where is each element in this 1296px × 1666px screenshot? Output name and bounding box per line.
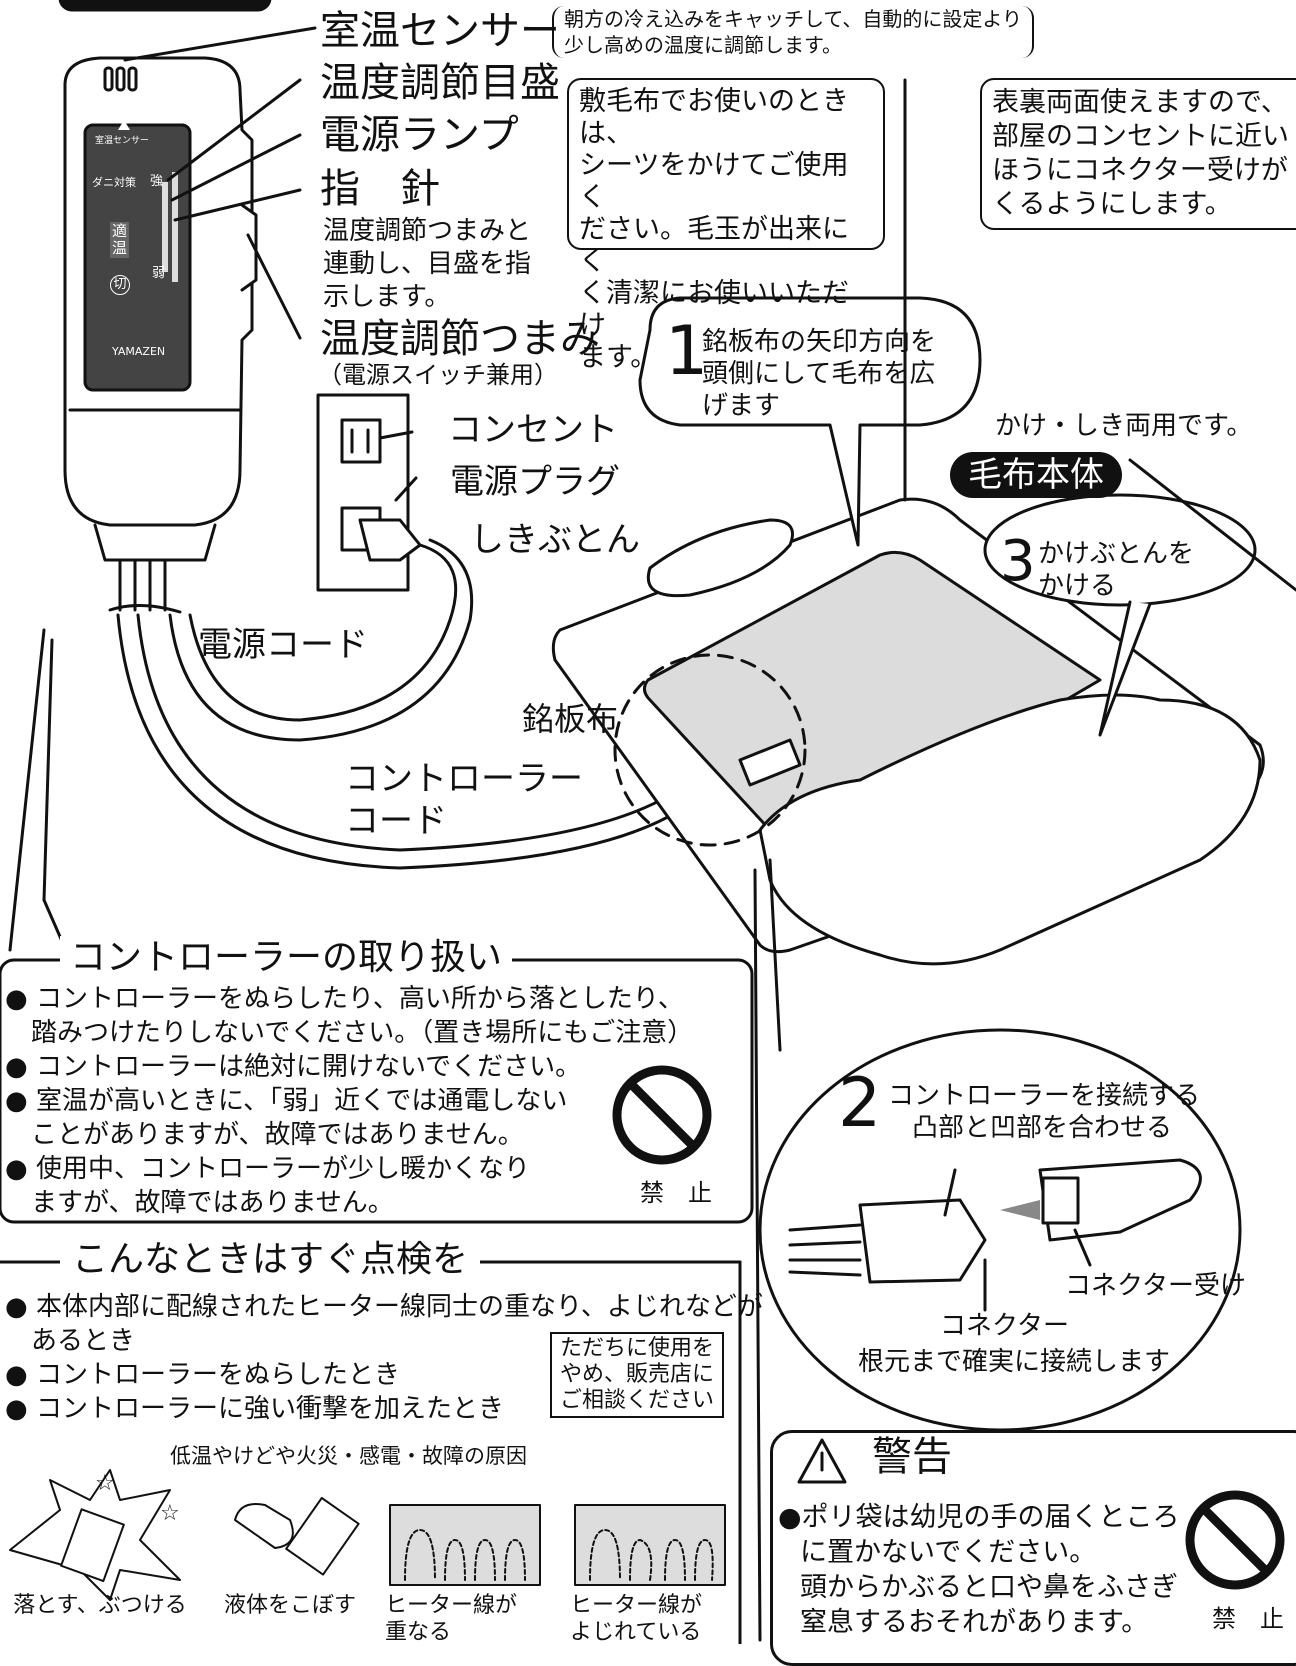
warning-prohibited-label: 禁 止 xyxy=(1212,1605,1284,1633)
notice-line: ただちに使用を xyxy=(560,1336,715,1361)
caption-line: ヒーター線が xyxy=(570,1593,703,1618)
controller-brand: YAMAZEN xyxy=(112,345,166,358)
controller-cord-label: コントローラー コード xyxy=(345,758,583,842)
reversible-note-line: ほうにコネクター受けが xyxy=(992,155,1288,186)
pointer-description: 温度調節つまみと 連動し、目盛を指 示します。 xyxy=(323,215,531,314)
list-item: ことがありますが、故障ではありません。 xyxy=(5,1120,524,1150)
sheet-note-line: ださい。毛玉が出来にく xyxy=(579,214,849,277)
warning-line: 窒息するおそれがあります。 xyxy=(800,1607,1149,1638)
controller-weak-text: 弱 xyxy=(152,266,166,281)
list-item: ● コントローラーは絶対に開けないでください。 xyxy=(5,1052,582,1082)
sheet-note-box: 敷毛布でお使いのときは、 シーツをかけてご使用く ださい。毛玉が出来にく く清潔… xyxy=(567,78,885,373)
room-sensor-note: 朝方の冷え込みをキャッチして、自動的に設定より 少し高めの温度に調節します。 xyxy=(552,6,1034,58)
notice-line: ご相談ください xyxy=(560,1388,715,1413)
temp-knob-label: 温度調節つまみ xyxy=(320,316,600,362)
step1-number: 1 xyxy=(665,312,709,391)
pointer-description-line: 連動し、目盛を指 xyxy=(323,249,532,279)
step2-text-2: 凸部と凹部を合わせる xyxy=(912,1113,1173,1143)
power-cord-label: 電源コード xyxy=(198,625,368,665)
controller-off-text: 切 xyxy=(110,275,130,295)
room-sensor-note-line: 朝方の冷え込みをキャッチして、自動的に設定より xyxy=(564,7,1022,31)
power-lamp-label: 電源ランプ xyxy=(320,112,519,158)
warning-line: に置かないでください。 xyxy=(800,1537,1097,1568)
caption-line: 液体をこぼす xyxy=(223,1593,356,1618)
prohibited-label: 禁 止 xyxy=(640,1179,712,1207)
caption-drop: 落とす、ぶつける xyxy=(0,1592,200,1619)
list-item: あるとき xyxy=(5,1326,136,1356)
reversible-note-line: くるようにします。 xyxy=(992,189,1232,220)
step2-connector-label: コネクター xyxy=(940,1311,1069,1341)
list-item: ● 室温が高いときに、「弱」近くでは通電しない xyxy=(5,1086,568,1116)
pointer-description-line: 温度調節つまみと xyxy=(323,216,532,246)
controller-optimal-char: 温 xyxy=(112,239,128,257)
controller-handling-title: コントローラーの取り扱い xyxy=(60,936,513,980)
step3-line: かけぶとんを xyxy=(1038,539,1195,569)
temp-knob-sub: （電源スイッチ兼用） xyxy=(318,361,558,389)
controller-optimal-text: 適 温 xyxy=(110,222,130,258)
step3-line: かける xyxy=(1038,571,1117,601)
stop-use-notice: ただちに使用を やめ、販売店に ご相談ください xyxy=(550,1332,725,1418)
warning-title: 警告 xyxy=(872,1434,952,1480)
caption-spill: 液体をこぼす xyxy=(205,1592,375,1619)
temp-scale-label: 温度調節目盛 xyxy=(320,60,560,106)
caption-line: よじれている xyxy=(570,1620,702,1645)
caption-line: 重なる xyxy=(385,1620,452,1645)
controller-cord-line: コード xyxy=(345,801,447,841)
room-sensor-note-line: 少し高めの温度に調節します。 xyxy=(564,33,842,57)
list-item: ● コントローラーをぬらしたとき xyxy=(5,1360,400,1390)
notice-line: やめ、販売店に xyxy=(560,1362,715,1387)
outlet-label: コンセント xyxy=(448,410,618,450)
pointer-label: 指 針 xyxy=(320,166,440,212)
list-item: ● 使用中、コントローラーが少し暖かくなり xyxy=(5,1154,530,1184)
cause-text: 低温やけどや火災・感電・故障の原因 xyxy=(170,1444,527,1468)
caption-twisted: ヒーター線が よじれている xyxy=(570,1592,740,1646)
futon-label: しきぶとん xyxy=(470,520,640,560)
pointer-description-line: 示します。 xyxy=(323,282,451,312)
warning-text: ●ポリ袋は幼児の手の届くところ に置かないでください。 頭からかぶると口や鼻をふ… xyxy=(778,1500,1180,1640)
caption-line: ヒーター線が xyxy=(385,1593,518,1618)
controller-handling-list: ● コントローラーをぬらしたり、高い所から落としたり、 踏みつけたりしないでくだ… xyxy=(5,982,693,1220)
step2-receiver-label: コネクター受け xyxy=(1065,1271,1246,1301)
controller-strong-text: 強 xyxy=(150,174,164,189)
inspection-title: こんなときはすぐ点検を xyxy=(60,1238,481,1282)
sheet-note-line: く清潔にお使いいただけ xyxy=(579,278,849,341)
step1-line: 頭側にして毛布を広 xyxy=(702,359,936,389)
list-item: ● 本体内部に配線されたヒーター線同士の重なり、よじれなどが xyxy=(5,1292,763,1322)
inspection-list: ● 本体内部に配線されたヒーター線同士の重なり、よじれなどが あるとき ● コン… xyxy=(5,1290,763,1426)
svg-text:☆: ☆ xyxy=(160,1501,180,1526)
reversible-note-line: 部屋のコンセントに近い xyxy=(992,121,1289,152)
step1-line: 銘板布の矢印方向を xyxy=(702,327,937,357)
reversible-note-box: 表裏両面使えますので、 部屋のコンセントに近い ほうにコネクター受けが くるよう… xyxy=(980,78,1296,230)
controller-mite-text: ダニ対策 xyxy=(92,176,136,189)
sheet-note-line: シーツをかけてご使用く xyxy=(579,150,849,213)
controller-cord-line: コントローラー xyxy=(345,759,583,799)
list-item: ますが、故障ではありません。 xyxy=(5,1188,394,1218)
list-item: ● コントローラーをぬらしたり、高い所から落としたり、 xyxy=(5,984,684,1014)
controller-sensor-text: 室温センサー xyxy=(95,136,150,146)
step2-text-1: コントローラーを接続する xyxy=(888,1081,1201,1111)
room-sensor-label: 室温センサー xyxy=(320,8,560,54)
power-plug-label: 電源プラグ xyxy=(450,462,620,502)
sheet-note-line: 敷毛布でお使いのときは、 xyxy=(579,86,849,149)
step1-text: 銘板布の矢印方向を 頭側にして毛布を広 げます xyxy=(702,326,936,422)
step3-text: かけぶとんを かける xyxy=(1038,538,1194,602)
step2-number: 2 xyxy=(838,1064,882,1143)
both-use-label: かけ・しき両用です。 xyxy=(995,411,1253,441)
caption-overlap: ヒーター線が 重なる xyxy=(385,1592,545,1646)
warning-line: 頭からかぶると口や鼻をふさぎ xyxy=(800,1572,1178,1603)
nameplate-cloth-label: 銘板布 xyxy=(522,700,619,738)
list-item: 踏みつけたりしないでください。（置き場所にもご注意） xyxy=(5,1018,694,1048)
list-item: ● コントローラーに強い衝撃を加えたとき xyxy=(5,1394,504,1424)
svg-text:☆: ☆ xyxy=(95,1471,115,1496)
step3-number: 3 xyxy=(1000,529,1036,594)
sheet-note-line: ます。 xyxy=(579,342,658,373)
step2-note: 根元まで確実に接続します xyxy=(858,1347,1171,1377)
controller-optimal-char: 適 xyxy=(112,222,128,240)
warning-line: ●ポリ袋は幼児の手の届くところ xyxy=(778,1502,1180,1533)
blanket-body-label: 毛布本体 xyxy=(950,452,1122,498)
caption-line: 落とす、ぶつける xyxy=(13,1593,187,1618)
reversible-note-line: 表裏両面使えますので、 xyxy=(992,87,1288,118)
step1-line: げます xyxy=(702,391,781,421)
